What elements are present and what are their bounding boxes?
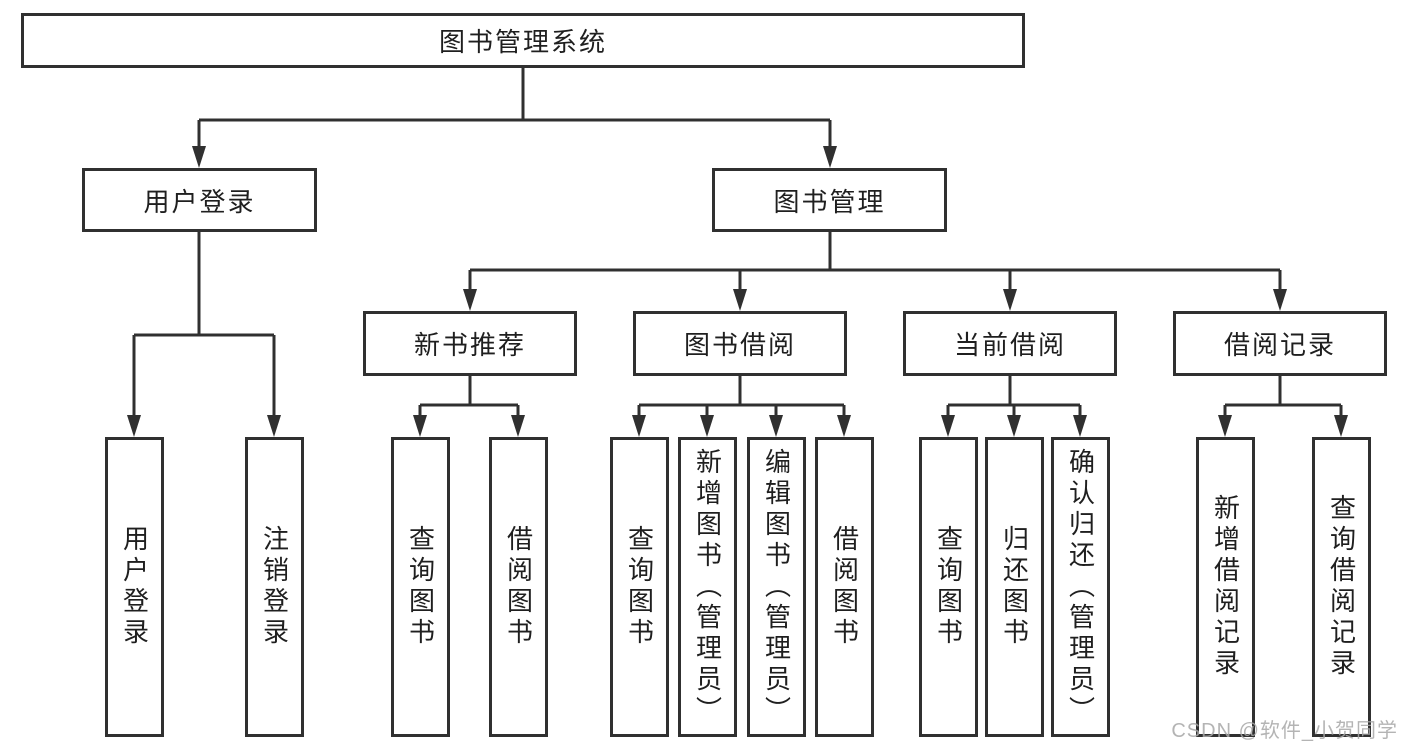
- node-label: 当前借阅: [953, 330, 1066, 360]
- node-label: 新书推荐: [413, 330, 526, 360]
- arrowhead-down-icon: [733, 289, 747, 311]
- arrowhead-down-icon: [127, 415, 141, 437]
- leaf-records-add-record: 新增借阅记录: [1196, 437, 1255, 737]
- node-user-login: 用户登录: [82, 168, 317, 232]
- connector-recommend-split: [418, 376, 520, 419]
- leaf-borrow-edit-books-admin: 编辑图书（管理员）: [747, 437, 806, 737]
- node-book-borrow: 图书借阅: [633, 311, 847, 376]
- leaf-label: 用户登录: [119, 525, 150, 649]
- arrowhead-down-icon: [1334, 415, 1348, 437]
- leaf-records-query-record: 查询借阅记录: [1312, 437, 1371, 737]
- leaf-current-return-books: 归还图书: [985, 437, 1044, 737]
- connector-root-split: [197, 68, 832, 150]
- leaf-user-login: 用户登录: [105, 437, 164, 737]
- connector-records-split: [1223, 376, 1343, 419]
- connector-book-mgmt-split: [468, 232, 1282, 293]
- node-label: 图书管理: [773, 186, 886, 217]
- leaf-label: 确认归还（管理员）: [1065, 447, 1096, 727]
- node-new-book-recommend: 新书推荐: [363, 311, 577, 376]
- arrowhead-down-icon: [413, 415, 427, 437]
- leaf-label: 借阅图书: [829, 525, 860, 649]
- node-label: 借阅记录: [1223, 330, 1336, 360]
- leaf-label: 编辑图书（管理员）: [761, 447, 792, 727]
- connector-user-login-split: [132, 232, 276, 419]
- arrowhead-down-icon: [823, 146, 837, 168]
- arrowhead-down-icon: [463, 289, 477, 311]
- node-library-system-root: 图书管理系统: [21, 13, 1025, 68]
- arrowhead-down-icon: [1218, 415, 1232, 437]
- node-label: 图书管理系统: [438, 27, 607, 57]
- arrowhead-down-icon: [1273, 289, 1287, 311]
- arrowhead-down-icon: [1003, 289, 1017, 311]
- leaf-label: 归还图书: [999, 525, 1030, 649]
- node-book-management: 图书管理: [712, 168, 947, 232]
- leaf-current-query-books: 查询图书: [919, 437, 978, 737]
- arrowhead-down-icon: [1073, 415, 1087, 437]
- leaf-label: 查询图书: [405, 525, 436, 649]
- arrowhead-down-icon: [769, 415, 783, 437]
- leaf-borrow-add-books-admin: 新增图书（管理员）: [678, 437, 737, 737]
- arrowhead-down-icon: [192, 146, 206, 168]
- node-label: 图书借阅: [683, 330, 796, 360]
- arrowhead-down-icon: [700, 415, 714, 437]
- leaf-label: 注销登录: [259, 525, 290, 649]
- leaf-logout-login: 注销登录: [245, 437, 304, 737]
- leaf-label: 新增借阅记录: [1210, 494, 1241, 680]
- node-label: 用户登录: [143, 186, 256, 217]
- leaf-borrow-query-books: 查询图书: [610, 437, 669, 737]
- leaf-label: 查询图书: [624, 525, 655, 649]
- connector-borrow-split: [637, 376, 846, 419]
- leaf-label: 借阅图书: [503, 525, 534, 649]
- arrowhead-down-icon: [1007, 415, 1021, 437]
- connector-current-split: [946, 376, 1082, 419]
- leaf-label: 新增图书（管理员）: [692, 447, 723, 727]
- leaf-label: 查询图书: [933, 525, 964, 649]
- node-current-borrow: 当前借阅: [903, 311, 1117, 376]
- leaf-recommend-query-books: 查询图书: [391, 437, 450, 737]
- csdn-watermark: CSDN @软件_小贺同学: [1171, 720, 1398, 742]
- leaf-recommend-borrow-books: 借阅图书: [489, 437, 548, 737]
- arrowhead-down-icon: [267, 415, 281, 437]
- arrowhead-down-icon: [511, 415, 525, 437]
- arrowhead-down-icon: [632, 415, 646, 437]
- leaf-current-confirm-return-admin: 确认归还（管理员）: [1051, 437, 1110, 737]
- leaf-label: 查询借阅记录: [1326, 494, 1357, 680]
- arrowhead-down-icon: [941, 415, 955, 437]
- leaf-borrow-borrow-books: 借阅图书: [815, 437, 874, 737]
- arrowhead-down-icon: [837, 415, 851, 437]
- node-borrow-records: 借阅记录: [1173, 311, 1387, 376]
